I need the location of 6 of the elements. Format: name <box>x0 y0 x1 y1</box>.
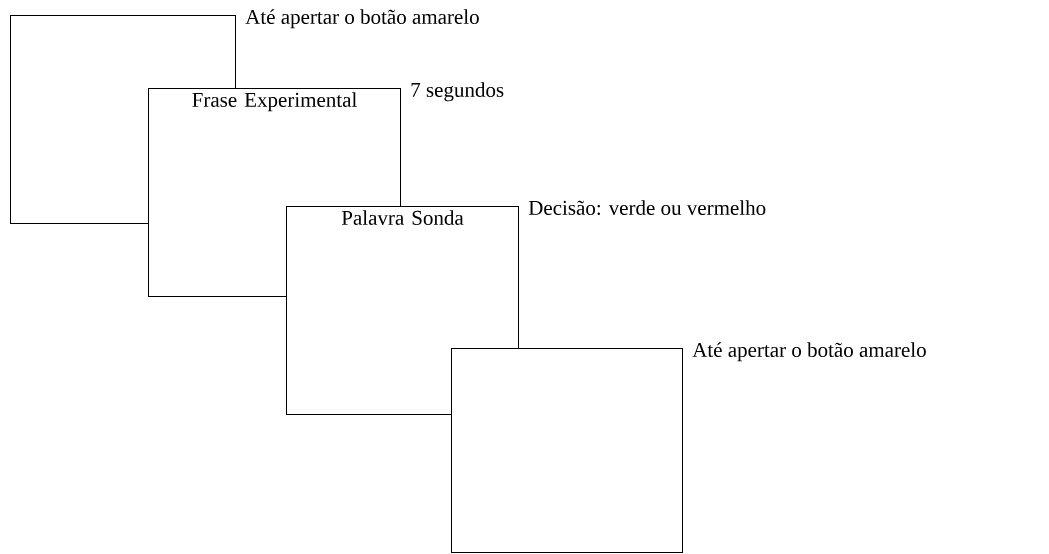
note-text: Decisão: verde ou vermelho <box>528 200 766 216</box>
note-text: 7 segundos <box>411 82 504 102</box>
note-text: Até apertar o botão amarelo <box>692 342 926 362</box>
screen-box: Palavra Sonda <box>286 206 519 415</box>
note-text: Até apertar o botão amarelo <box>245 9 479 29</box>
screen-box <box>451 348 683 553</box>
